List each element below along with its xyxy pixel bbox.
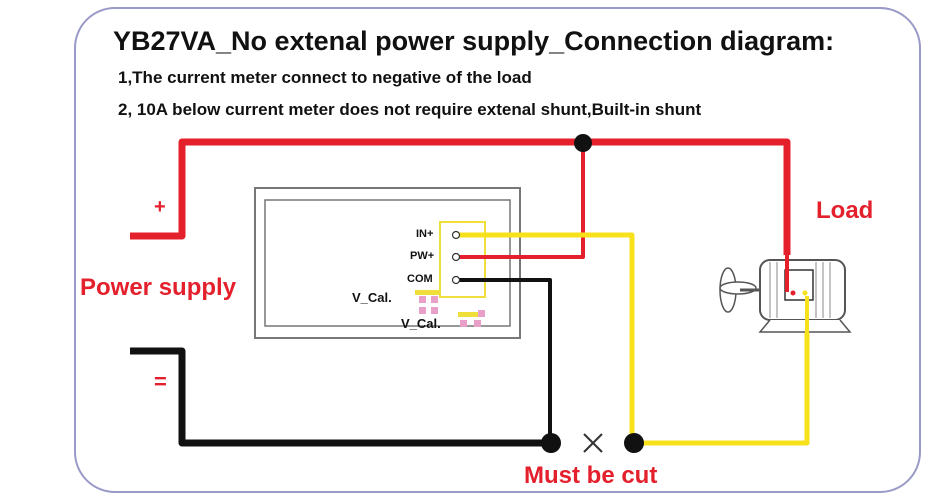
note-2: 2, 10A below current meter does not requ… xyxy=(118,100,701,119)
negative-junction-dot xyxy=(541,433,561,453)
terminal-label-pw-plus: PW+ xyxy=(410,250,434,262)
terminal-screw-in-plus xyxy=(451,230,461,240)
terminal-label-com: COM xyxy=(407,273,433,285)
power-supply-label: Power supply xyxy=(80,274,237,301)
terminal-label-in-plus: IN+ xyxy=(416,228,433,240)
load-return-junction-dot xyxy=(624,433,644,453)
panel-meter: IN+ PW+ COM V_Cal. V_Cal. xyxy=(254,187,521,339)
negative-wire-main xyxy=(130,347,552,447)
plus-label: + xyxy=(154,196,166,218)
positive-wire-main xyxy=(130,138,791,255)
v-cal-pads-1 xyxy=(415,290,440,314)
load-label: Load xyxy=(816,197,873,224)
negative-wire-meter-com xyxy=(458,278,552,443)
v-cal-label-2: V_Cal. xyxy=(401,316,441,331)
motor-load-icon xyxy=(719,259,852,333)
v-cal-label-1: V_Cal. xyxy=(352,290,392,305)
cut-mark-icon xyxy=(583,433,603,453)
positive-junction-dot xyxy=(574,134,592,152)
positive-wire-meter-pw xyxy=(458,142,585,259)
must-be-cut-label: Must be cut xyxy=(524,462,657,489)
terminal-screw-com xyxy=(451,275,461,285)
diagram-title: YB27VA_No extenal power supply_Connectio… xyxy=(113,26,834,56)
note-1: 1,The current meter connect to negative … xyxy=(118,68,532,87)
v-cal-pads-2 xyxy=(458,310,485,327)
minus-label: = xyxy=(154,369,167,394)
terminal-screw-pw-plus xyxy=(451,252,461,262)
